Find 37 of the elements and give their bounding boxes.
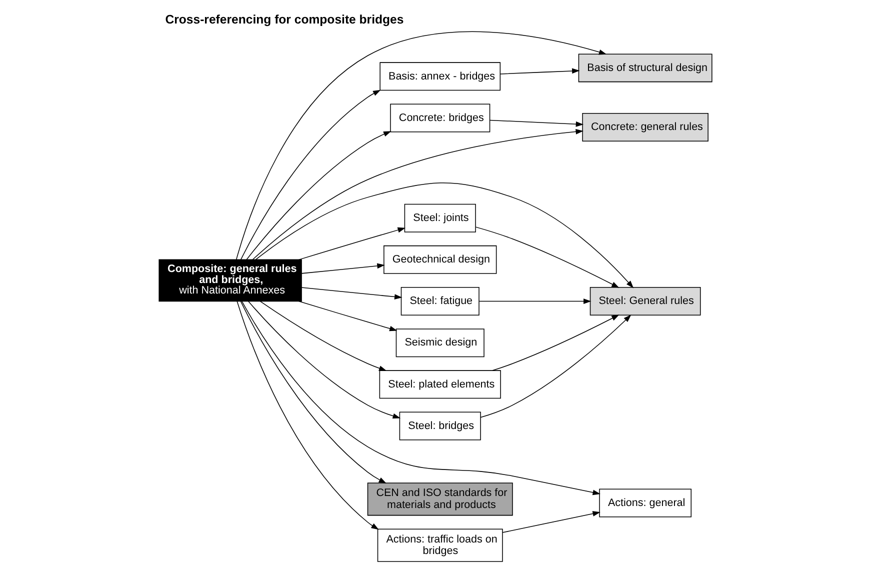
node-box: Steel: fatigue: [400, 287, 479, 316]
node-box: Steel: bridges: [398, 412, 480, 440]
node-box: Geotechnical design: [383, 245, 496, 274]
arrow: [300, 287, 402, 300]
node-box: Actions: general: [598, 488, 692, 518]
node-box: Concrete: bridges: [390, 104, 490, 132]
arrow: [478, 298, 591, 304]
node-box: Concrete: general rules: [582, 113, 708, 142]
node-box: Steel: joints: [404, 204, 476, 232]
arrow: [499, 68, 580, 74]
arrow: [252, 129, 583, 260]
arrow: [246, 131, 391, 260]
arrow: [241, 301, 600, 496]
arrow: [298, 300, 397, 332]
arrow: [474, 226, 619, 288]
arrow: [240, 301, 386, 484]
diagram-title: Cross-referencing for composite bridges: [164, 12, 404, 27]
arrow: [298, 227, 405, 260]
arrow: [492, 314, 619, 371]
node-box: Steel: plated elements: [378, 370, 500, 399]
arrow: [480, 314, 631, 418]
arrow: [254, 182, 634, 288]
node-box: Seismic design: [395, 328, 484, 358]
arrow: [502, 511, 600, 533]
node-box: Steel: General rules: [589, 287, 700, 316]
node-box: Basis: annex - bridges: [379, 62, 500, 91]
arrow: [489, 120, 584, 127]
arrow: [236, 300, 378, 530]
arrow: [235, 31, 606, 260]
arrow: [300, 263, 384, 274]
node-box: Basis of structural design: [578, 54, 712, 82]
arrow: [240, 90, 380, 260]
node-box: Actions: traffic loads on bridges: [376, 528, 502, 562]
arrow: [247, 300, 400, 419]
node-box: CEN and ISO standards for materials and products: [366, 482, 512, 516]
node-box: Composite: general rules and bridges, with National Annexes: [158, 259, 302, 302]
arrow: [259, 300, 386, 371]
